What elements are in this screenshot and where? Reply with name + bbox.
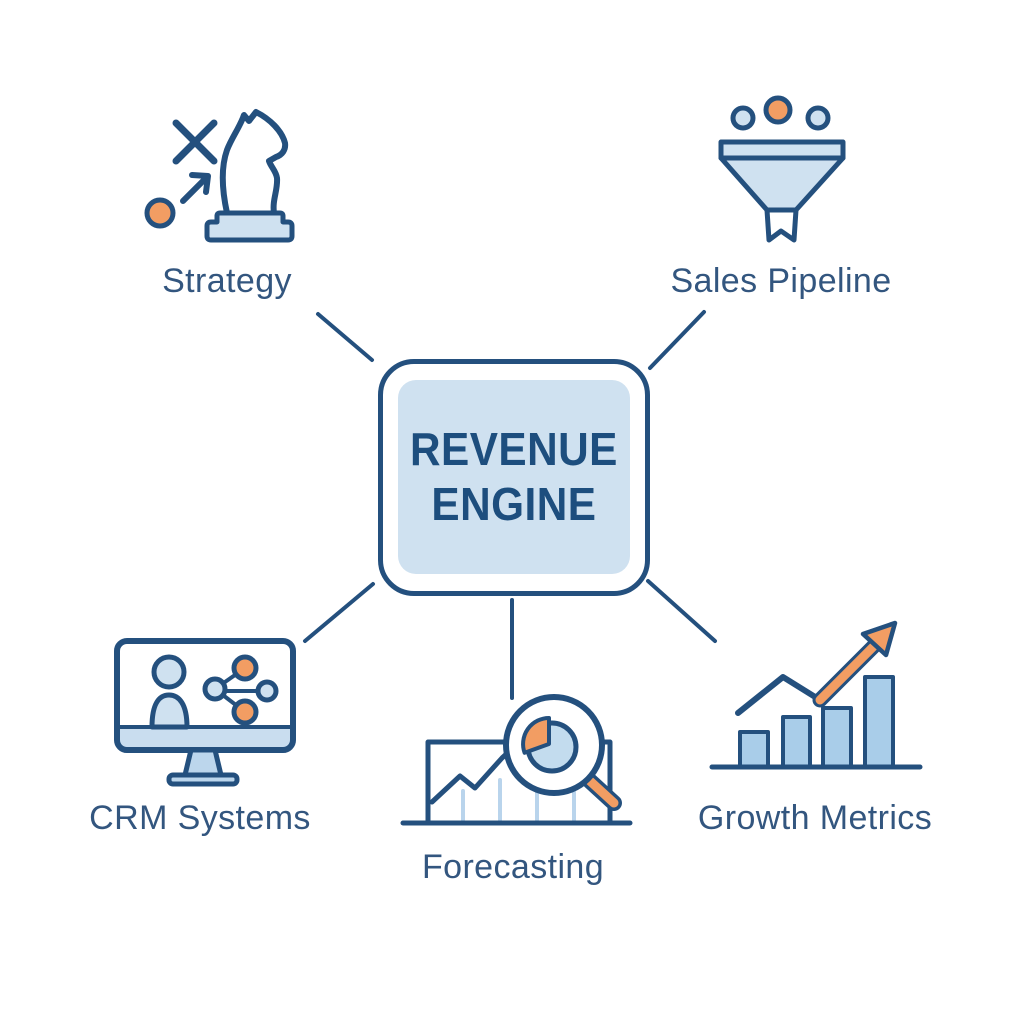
chess-knight-icon xyxy=(144,109,295,243)
user-head xyxy=(151,654,187,690)
center-title-line2: ENGINE xyxy=(431,478,597,530)
growth-bars xyxy=(738,675,895,769)
monitor-chin xyxy=(117,727,293,750)
chart-ticks xyxy=(461,778,576,822)
trend-zigzag xyxy=(429,743,518,805)
orange-dot-icon xyxy=(144,197,176,229)
connector-growth-metrics xyxy=(646,579,717,643)
center-node: REVENUE ENGINE xyxy=(378,359,650,596)
knight-base xyxy=(204,210,295,243)
growth-metrics-label: Growth Metrics xyxy=(697,799,933,837)
lead-dot-left xyxy=(730,105,756,131)
growth-trend-line xyxy=(735,674,823,716)
connector-crm-systems xyxy=(303,582,375,643)
crm-systems-label: CRM Systems xyxy=(89,799,311,837)
knight-body xyxy=(219,109,289,216)
growth-arrow-shaft xyxy=(815,641,879,705)
bar-chart-arrow-icon xyxy=(709,620,923,770)
funnel-cone xyxy=(718,155,846,213)
funnel-icon-shapes xyxy=(718,95,846,243)
connector-strategy xyxy=(316,312,374,362)
connector-sales-pipeline xyxy=(648,310,706,370)
lead-dot-center xyxy=(763,95,793,125)
connectors-group xyxy=(303,310,717,700)
forecasting-label: Forecasting xyxy=(421,848,605,886)
share-node-center xyxy=(202,676,228,702)
share-node-top xyxy=(231,654,259,682)
chart-magnifier-icon xyxy=(400,694,633,826)
arrow-up-right-icon xyxy=(180,172,211,204)
pie-slice-orange xyxy=(521,716,551,755)
center-node-inner: REVENUE ENGINE xyxy=(398,380,630,574)
user-body xyxy=(149,692,190,730)
funnel-spout xyxy=(764,207,799,243)
strategy-icon-shapes xyxy=(144,109,295,243)
strategy-label: Strategy xyxy=(162,262,292,300)
monitor-share-icon xyxy=(114,638,296,787)
growth-icon-shapes xyxy=(709,620,923,770)
chart-frame-left xyxy=(425,739,508,826)
magnifier-handle xyxy=(585,776,619,808)
share-node-bottom xyxy=(231,698,259,726)
forecasting-icon-shapes xyxy=(400,694,633,826)
lead-dot-right xyxy=(805,105,831,131)
center-title-line1: REVENUE xyxy=(410,422,618,475)
x-mark-icon xyxy=(172,119,218,165)
funnel-icon xyxy=(718,95,846,243)
crm-icon-shapes xyxy=(114,638,296,787)
growth-arrow-head xyxy=(860,620,898,658)
sales-pipeline-label: Sales Pipeline xyxy=(670,262,892,300)
monitor-base xyxy=(166,772,240,787)
center-title: REVENUE ENGINE xyxy=(410,422,618,532)
monitor-stand xyxy=(182,747,224,778)
share-node-right xyxy=(255,679,279,703)
